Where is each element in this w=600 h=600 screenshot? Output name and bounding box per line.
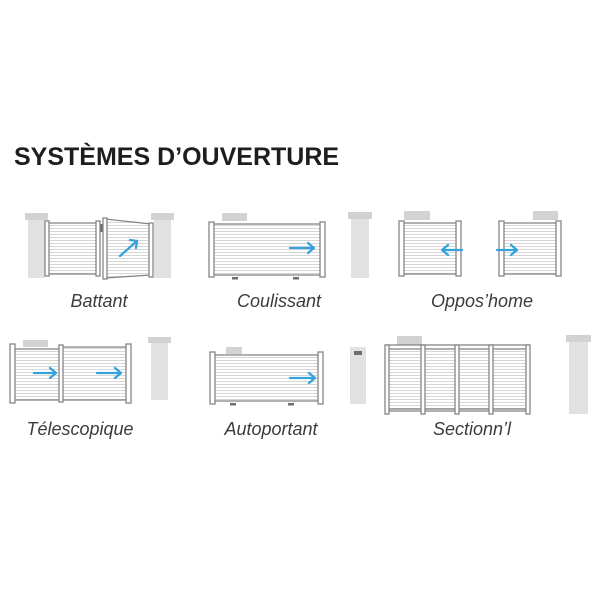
gate-post bbox=[498, 220, 505, 277]
right-pillar bbox=[350, 347, 366, 404]
arrow-left-icon bbox=[440, 243, 464, 257]
slat-panel bbox=[47, 223, 98, 274]
right-pillar bbox=[348, 212, 372, 278]
label-coulissant: Coulissant bbox=[236, 291, 322, 311]
gate-post bbox=[58, 344, 64, 403]
roller bbox=[230, 403, 236, 406]
gate-post bbox=[102, 217, 108, 280]
gate-post bbox=[525, 344, 531, 415]
pillar-cap bbox=[148, 337, 171, 343]
right-pillar bbox=[151, 213, 174, 278]
gate-telescopique bbox=[9, 337, 171, 404]
pillar-cap bbox=[566, 335, 591, 342]
gate-post bbox=[148, 222, 154, 278]
wheel bbox=[232, 277, 238, 280]
guide-cap bbox=[226, 347, 242, 354]
gate-post bbox=[319, 221, 326, 278]
left-pillar bbox=[25, 213, 48, 278]
sliding-gate bbox=[208, 221, 326, 278]
pillar-cap bbox=[348, 212, 372, 219]
roller bbox=[288, 403, 294, 406]
arrow-right-icon bbox=[32, 366, 58, 380]
slat-panel bbox=[14, 349, 60, 400]
label-telescopique: Télescopique bbox=[26, 419, 134, 439]
slat-panel bbox=[212, 224, 322, 275]
pillar-cap bbox=[151, 213, 174, 220]
section-panel bbox=[493, 350, 526, 410]
pillar-body bbox=[569, 341, 588, 414]
pillar-cap bbox=[404, 211, 430, 220]
pillar-body bbox=[151, 342, 168, 400]
label-battant: Battant bbox=[70, 291, 128, 311]
gate-post bbox=[488, 344, 494, 415]
gate-post bbox=[208, 221, 215, 278]
gate-post bbox=[555, 220, 562, 277]
arrow-right-icon bbox=[288, 241, 316, 255]
gate-battant bbox=[25, 213, 174, 280]
label-oppos-home: Oppos’home bbox=[430, 291, 534, 311]
arrow-right-icon bbox=[495, 243, 519, 257]
gate-post bbox=[209, 351, 216, 405]
label-sectionnel: Sectionn’l bbox=[432, 419, 512, 439]
pillar-cap bbox=[397, 336, 422, 345]
wheel bbox=[293, 277, 299, 280]
right-pillar bbox=[148, 337, 171, 400]
arrow-right-icon bbox=[95, 366, 123, 380]
right-pillar bbox=[566, 335, 591, 414]
gate-post bbox=[454, 344, 460, 415]
page-title: SYSTÈMES D’OUVERTURE bbox=[14, 143, 340, 171]
gate-post bbox=[44, 220, 50, 277]
pillar-body bbox=[351, 218, 369, 278]
label-autoportant: Autoportant bbox=[224, 419, 318, 439]
gate-post bbox=[398, 220, 405, 277]
pillar-cap bbox=[23, 340, 48, 347]
gate-autoportant bbox=[209, 347, 366, 406]
gate-coulissant bbox=[208, 212, 372, 280]
slat-panel bbox=[502, 223, 558, 274]
gate-post bbox=[9, 343, 16, 404]
gate-post bbox=[95, 220, 101, 277]
gate-post bbox=[125, 343, 132, 404]
pillar-body bbox=[350, 347, 366, 404]
pillar-body bbox=[154, 219, 171, 278]
left-sliding-leaf bbox=[398, 220, 462, 277]
section-panel bbox=[459, 350, 490, 410]
right-sliding-leaf bbox=[498, 220, 562, 277]
section-panel bbox=[389, 350, 422, 410]
gate-sectionnel bbox=[384, 335, 591, 415]
latch bbox=[100, 224, 104, 232]
arrow-right-icon bbox=[288, 371, 317, 385]
gate-post bbox=[384, 344, 390, 415]
gate-post bbox=[317, 351, 324, 405]
section-panel bbox=[425, 350, 456, 410]
pillar-cap bbox=[25, 213, 48, 220]
pillar-cap bbox=[533, 211, 558, 220]
left-leaf bbox=[44, 220, 101, 277]
pillar-slot bbox=[354, 351, 362, 355]
pillar-body bbox=[28, 219, 45, 278]
pillar-cap bbox=[222, 213, 247, 221]
gate-oppos-home bbox=[398, 211, 562, 277]
gate-post bbox=[455, 220, 462, 277]
arrow-up-right-icon bbox=[118, 238, 139, 258]
slat-panel bbox=[402, 223, 458, 274]
gate-post bbox=[420, 344, 426, 415]
